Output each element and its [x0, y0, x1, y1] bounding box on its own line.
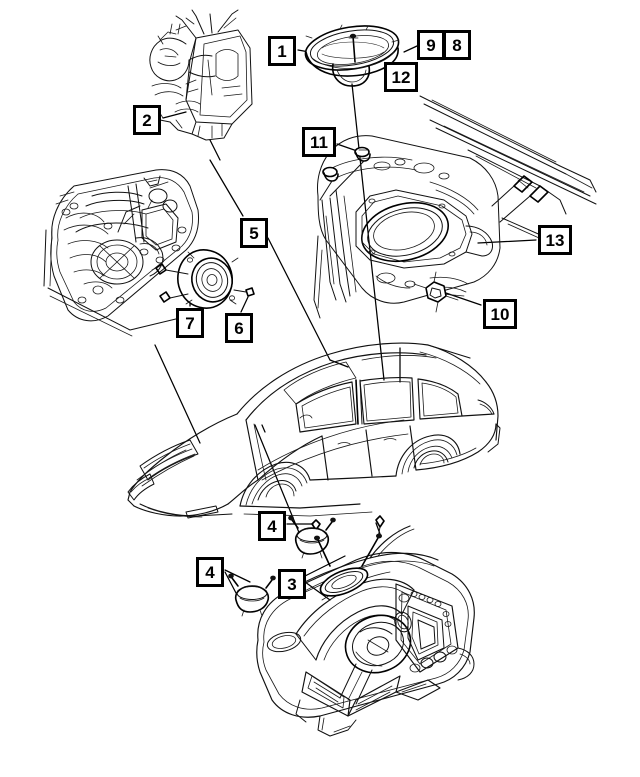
callout-3[interactable]: 3 [278, 569, 306, 599]
callout-5[interactable]: 5 [240, 218, 268, 248]
callout-9[interactable]: 9 [417, 30, 445, 60]
part-instrument-panel [256, 525, 475, 737]
leader-lines [154, 45, 537, 601]
part-vehicle-body [127, 342, 501, 541]
part-front-door-panel [43, 169, 255, 337]
callout-4a[interactable]: 4 [258, 511, 286, 541]
callout-1[interactable]: 1 [268, 36, 296, 66]
part-door-speaker-screw-a [151, 263, 189, 275]
push-pin-retainer-lower [319, 166, 339, 201]
screw-fastener-a [491, 175, 533, 207]
part-instrument-panel-tweeter-b [228, 573, 276, 617]
part-door-speaker-screw-b [159, 291, 189, 303]
push-pin-retainer-upper [329, 146, 371, 197]
callout-8[interactable]: 8 [443, 30, 471, 60]
part-rear-shelf-oval-speaker [304, 24, 400, 87]
callout-6[interactable]: 6 [225, 313, 253, 343]
callout-11[interactable]: 11 [302, 127, 336, 157]
part-instrument-panel-speaker [319, 567, 369, 597]
screw-fastener-b [499, 185, 549, 223]
part-instrument-panel-tweeter-a [288, 515, 336, 559]
callout-2[interactable]: 2 [133, 105, 161, 135]
part-door-speaker-screw-c [233, 287, 255, 297]
part-rear-shelf-panel [313, 95, 597, 319]
callout-13[interactable]: 13 [538, 225, 572, 255]
callout-12[interactable]: 12 [384, 62, 418, 92]
grommet [413, 271, 459, 313]
antenna-rods [314, 533, 382, 567]
callout-10[interactable]: 10 [483, 299, 517, 329]
part-hvac-blower-housing [149, 9, 253, 161]
callout-4b[interactable]: 4 [196, 557, 224, 587]
callout-7[interactable]: 7 [176, 308, 204, 338]
part-door-speaker [177, 249, 239, 309]
